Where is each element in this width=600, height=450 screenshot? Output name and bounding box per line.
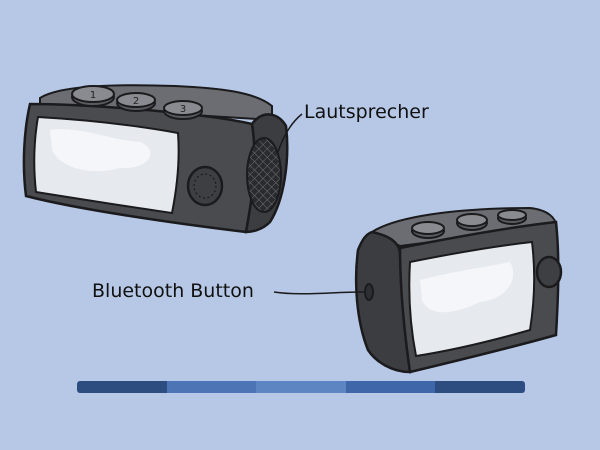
radio-left: 1 2 3 [22,84,303,234]
preset-button-1[interactable]: 1 [71,85,115,107]
preset-label-1: 1 [90,90,96,101]
preset-label-2: 2 [133,96,139,107]
radio-right [273,206,563,374]
progress-segment-4 [345,381,436,393]
bluetooth-button[interactable] [364,283,374,301]
progress-segment-3 [256,381,346,393]
speaker-label: Lautsprecher [304,101,429,123]
speaker-grille [246,137,282,213]
progress-segment-1 [77,381,167,393]
speaker-leader-line [277,113,303,153]
volume-knob-left[interactable] [186,165,224,207]
top-button-3[interactable] [497,209,527,225]
preset-label-3: 3 [180,104,186,115]
top-button-2[interactable] [456,213,488,231]
preset-button-3[interactable]: 3 [163,100,203,120]
volume-knob-right[interactable] [535,255,563,289]
bluetooth-leader-line [273,291,365,295]
progress-bar [77,381,525,393]
progress-segment-2 [166,381,257,393]
bluetooth-button-label: Bluetooth Button [92,280,254,302]
preset-button-2[interactable]: 2 [116,92,156,112]
progress-segment-5 [435,381,525,393]
top-button-1[interactable] [411,221,445,239]
